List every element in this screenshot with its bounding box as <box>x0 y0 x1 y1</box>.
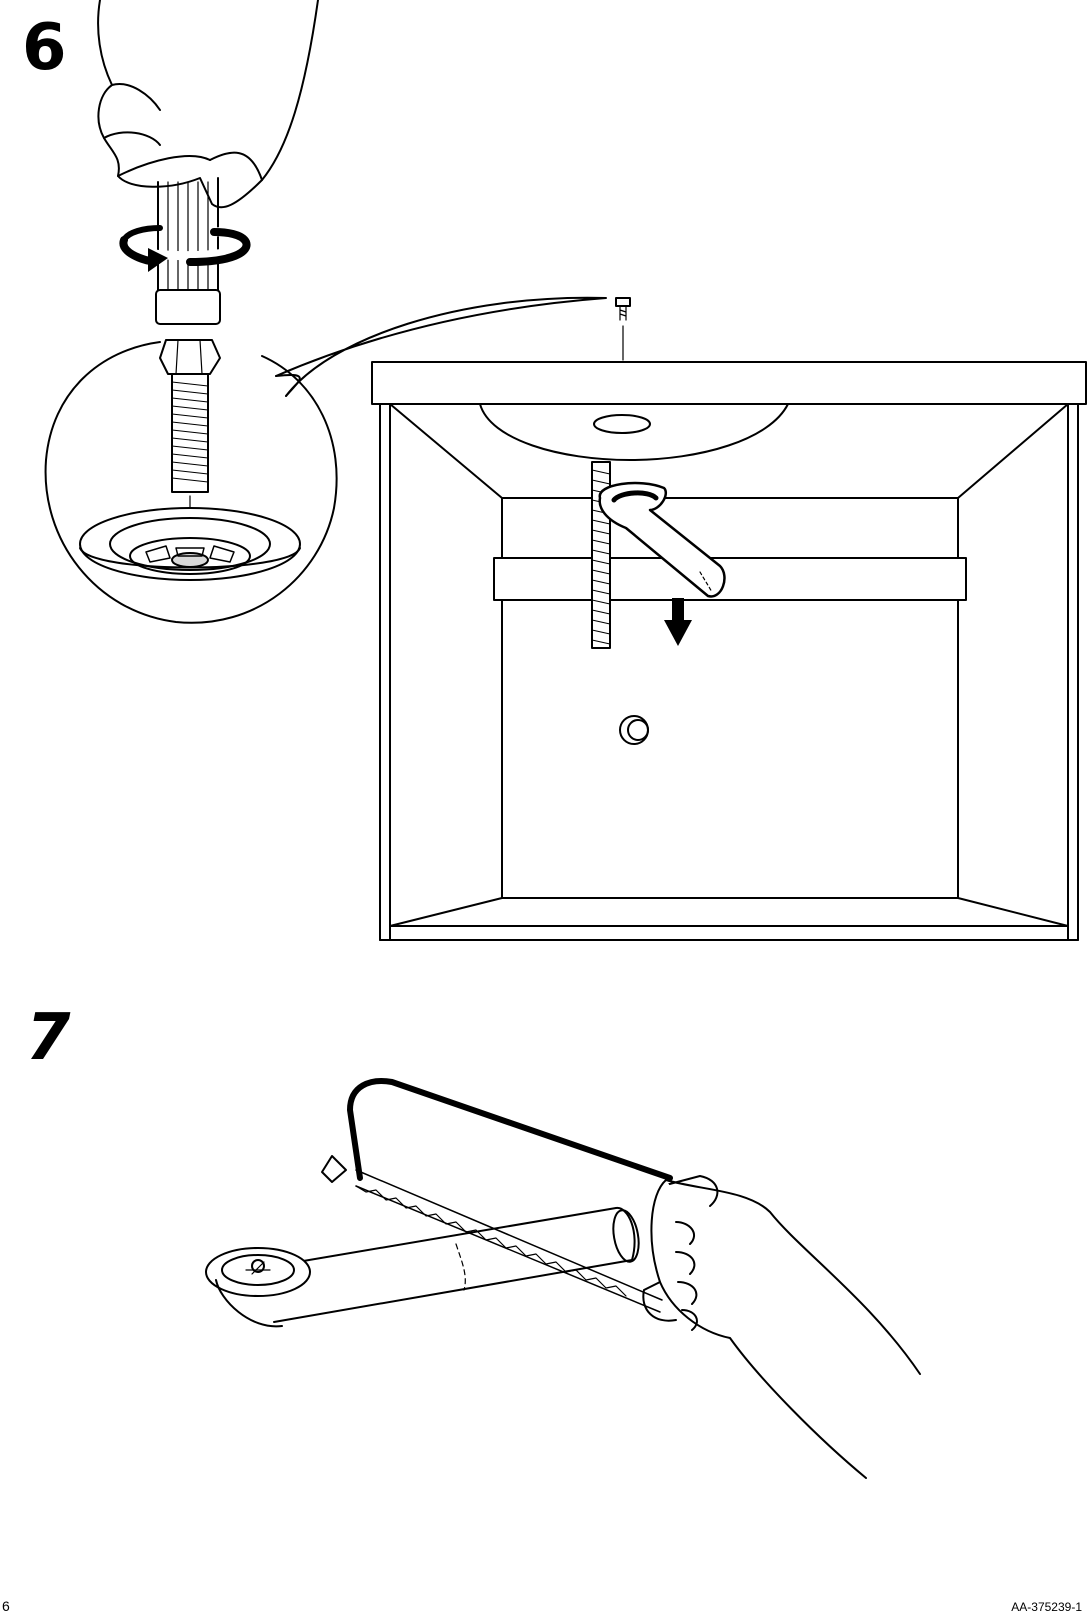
rotate-arrow-icon <box>123 228 248 272</box>
down-arrow-icon <box>664 598 692 646</box>
document-code: AA-375239-1 <box>1011 1600 1082 1614</box>
screw <box>616 298 630 360</box>
sink-cabinet <box>372 362 1086 940</box>
hand-sawing-illustration <box>643 1180 920 1478</box>
page-number: 6 <box>2 1598 10 1614</box>
drain-strainer <box>80 508 300 580</box>
pipe <box>262 1208 642 1322</box>
bolt <box>160 340 220 492</box>
hand-turning-illustration <box>98 0 318 207</box>
